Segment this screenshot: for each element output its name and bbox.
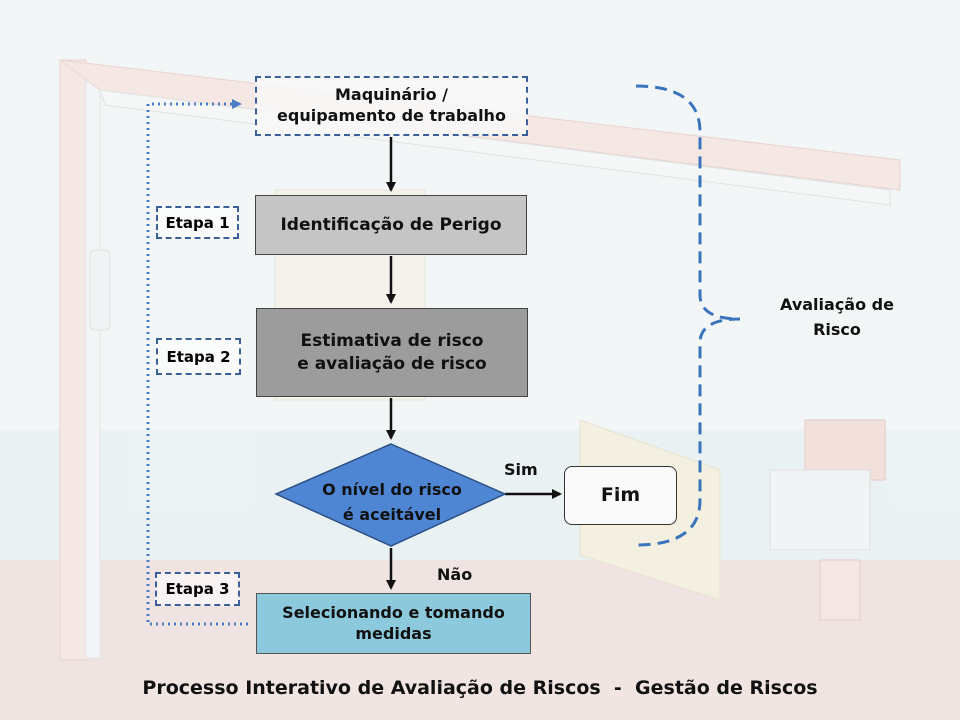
stage-2-label: Etapa 2 [156, 338, 241, 375]
stage-3-label: Etapa 3 [155, 572, 240, 606]
machinery-box: Maquinário / equipamento de trabalho [255, 76, 528, 136]
measures-box: Selecionando e tomando medidas [256, 593, 531, 654]
decision-label: O nível do risco é aceitável [322, 480, 462, 524]
hazard-identification-box: Identificação de Perigo [255, 195, 527, 255]
loop-arrow [146, 99, 248, 626]
risk-assessment-label: Avaliação de Risco [780, 295, 894, 339]
end-box: Fim [564, 466, 677, 525]
risk-assessment-brace [635, 84, 741, 547]
diagram-caption: Processo Interativo de Avaliação de Risc… [142, 677, 818, 699]
no-label: Não [437, 565, 473, 584]
yes-label: Sim [504, 460, 538, 479]
risk-estimation-box: Estimativa de risco e avaliação de risco [256, 308, 528, 397]
decision-diamond [274, 443, 507, 547]
stage-1-label: Etapa 1 [156, 206, 239, 239]
